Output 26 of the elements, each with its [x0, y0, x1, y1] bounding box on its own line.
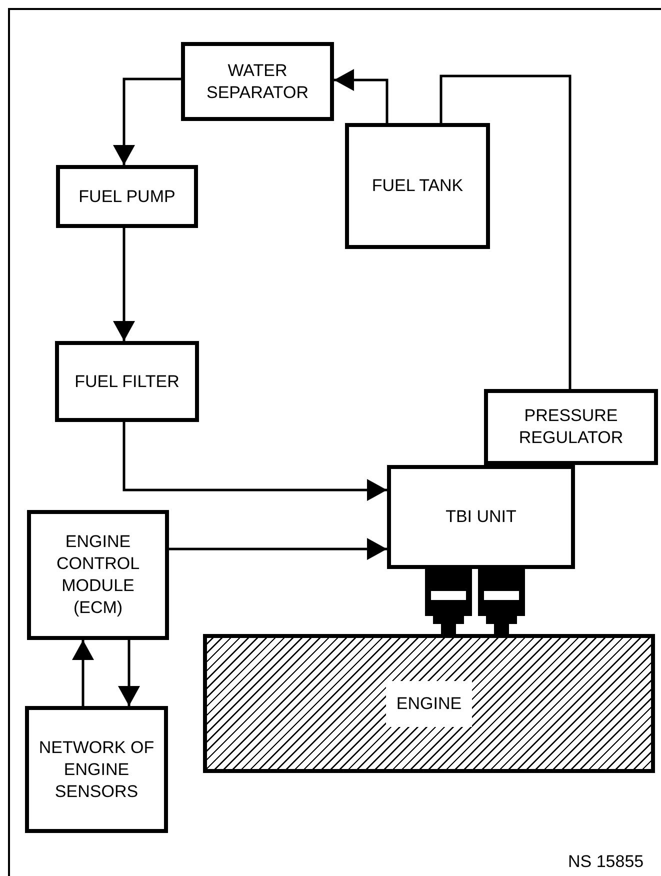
arrow: [72, 640, 94, 706]
component-label: WATER SEPARATOR: [205, 60, 310, 104]
arrow: [113, 78, 181, 165]
component-box: [345, 123, 490, 249]
component-box: [55, 341, 199, 422]
component-box: [181, 42, 334, 121]
component-box: [387, 465, 575, 569]
arrow: [122, 422, 387, 501]
component-label: FUEL PUMP: [78, 186, 176, 208]
component-label: ENGINE: [386, 680, 472, 726]
figure-number: NS 15855: [568, 852, 644, 872]
engine-block: [203, 634, 655, 773]
component-label: ENGINE CONTROL MODULE (ECM): [55, 531, 141, 619]
component-box: [56, 165, 198, 228]
component-label: FUEL TANK: [370, 175, 464, 197]
component-label: NETWORK OF ENGINE SENSORS: [38, 736, 156, 802]
component-box: [27, 510, 169, 640]
arrow: [334, 69, 388, 123]
component-box: [25, 706, 168, 833]
arrow: [169, 538, 387, 560]
component-label: PRESSURE REGULATOR: [518, 405, 624, 449]
component-box: [484, 389, 658, 465]
arrow: [113, 228, 135, 341]
component-label: FUEL FILTER: [74, 370, 180, 392]
component-label: TBI UNIT: [444, 506, 518, 528]
arrow: [118, 640, 140, 706]
